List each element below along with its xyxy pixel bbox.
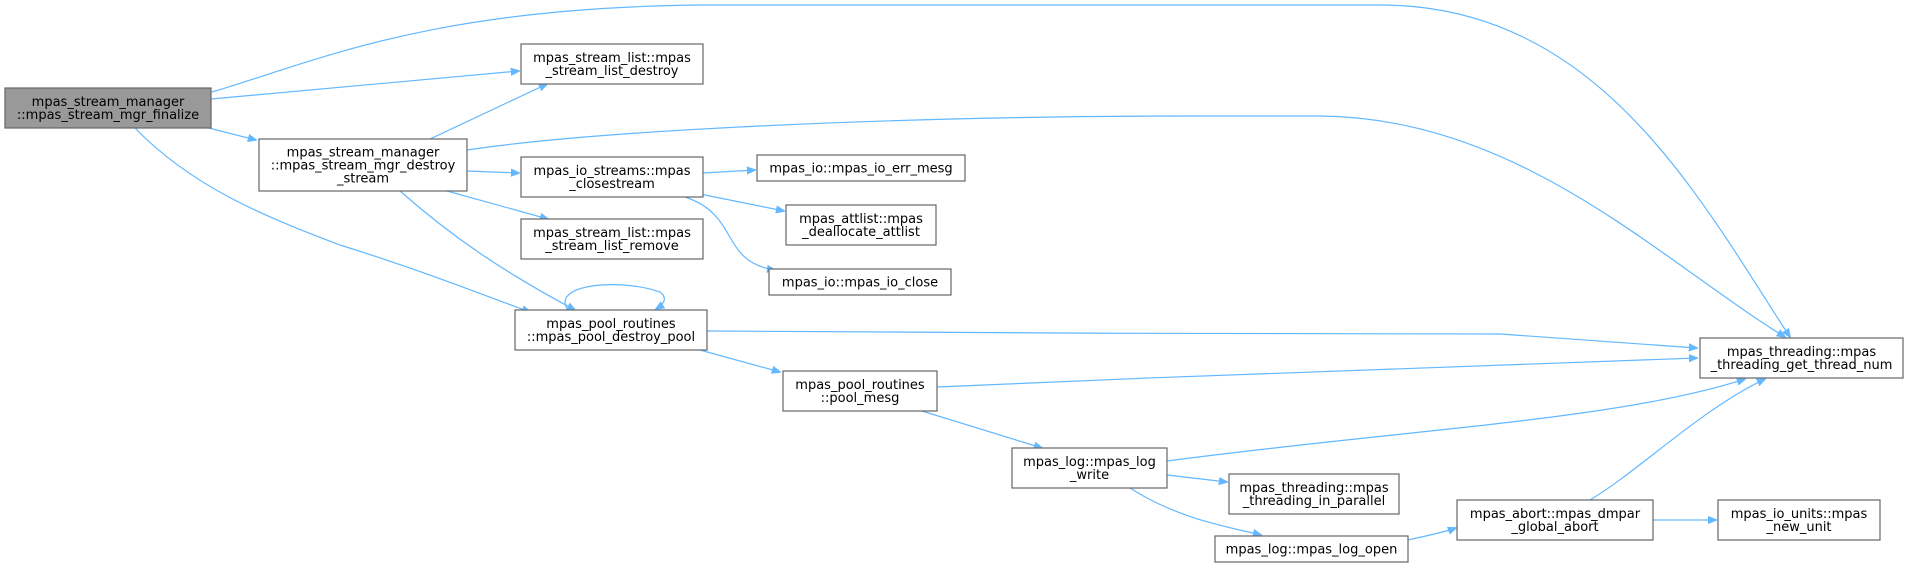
- edge-mgr_destroy_stream-to-list_remove: [446, 190, 548, 219]
- node-new-unit[interactable]: mpas_io_units::mpas_new_unit: [1717, 499, 1881, 541]
- edge-finalize-to-pool_destroy_pool: [134, 127, 530, 312]
- node-label-line: mpas_log::mpas_log_open: [1226, 543, 1398, 558]
- node-list-remove[interactable]: mpas_stream_list::mpas_stream_list_remov…: [520, 218, 704, 260]
- edge-global_abort-to-get_thread_num: [1589, 379, 1765, 501]
- node-io-close[interactable]: mpas_io::mpas_io_close: [768, 268, 952, 296]
- node-label-line: mpas_abort::mpas_dmpar: [1470, 507, 1641, 522]
- node-label-line: mpas_io::mpas_io_close: [782, 276, 938, 291]
- node-in-parallel[interactable]: mpas_threading::mpas_threading_in_parall…: [1228, 473, 1400, 515]
- node-label-line: mpas_io_streams::mpas: [534, 164, 691, 179]
- node-label-line: _stream: [336, 172, 389, 187]
- node-label-line: _threading_get_thread_num: [1710, 358, 1893, 373]
- edge-closestream-to-io_err_mesg: [702, 170, 755, 173]
- node-label-line: mpas_stream_list::mpas: [533, 226, 691, 241]
- call-nodes: mpas_stream_manager::mpas_stream_mgr_fin…: [4, 43, 1904, 563]
- edge-log_open-to-global_abort: [1407, 528, 1456, 541]
- edge-log_write-to-in_parallel: [1166, 474, 1227, 482]
- node-deallocate-attlist[interactable]: mpas_attlist::mpas_deallocate_attlist: [785, 204, 937, 246]
- edge-log_write-to-get_thread_num: [1166, 379, 1745, 462]
- node-label-line: ::mpas_stream_mgr_destroy: [271, 159, 456, 174]
- node-label-line: ::mpas_pool_destroy_pool: [527, 330, 695, 345]
- edge-finalize-to-get_thread_num: [211, 4, 1790, 337]
- edge-finalize-to-mgr_destroy_stream: [204, 126, 256, 140]
- node-mgr-destroy-stream[interactable]: mpas_stream_manager::mpas_stream_mgr_des…: [258, 138, 468, 192]
- edge-pool_destroy_pool-to-pool_mesg: [699, 349, 780, 372]
- node-label-line: mpas_io_units::mpas: [1731, 507, 1868, 522]
- node-label-line: mpas_log::mpas_log: [1023, 455, 1156, 470]
- edge-closestream-to-io_close: [684, 196, 775, 270]
- node-pool-destroy-pool[interactable]: mpas_pool_routines::mpas_pool_destroy_po…: [514, 309, 708, 351]
- node-label-line: mpas_io::mpas_io_err_mesg: [769, 162, 952, 177]
- node-finalize[interactable]: mpas_stream_manager::mpas_stream_mgr_fin…: [4, 87, 212, 129]
- node-label-line: mpas_stream_manager: [287, 146, 440, 161]
- node-label-line: _threading_in_parallel: [1242, 494, 1385, 509]
- edge-mgr_destroy_stream-to-get_thread_num: [466, 115, 1785, 337]
- node-label-line: _deallocate_attlist: [801, 225, 920, 240]
- node-label-line: mpas_pool_routines: [546, 317, 676, 332]
- edge-mgr_destroy_stream-to-closestream: [466, 171, 519, 173]
- node-label-line: mpas_stream_list::mpas: [533, 51, 691, 66]
- node-label-line: _new_unit: [1765, 520, 1831, 535]
- edge-pool_destroy_pool-to-get_thread_num: [706, 330, 1697, 348]
- node-log-write[interactable]: mpas_log::mpas_log_write: [1011, 447, 1168, 489]
- node-label-line: _closestream: [568, 177, 655, 192]
- node-get-thread-num[interactable]: mpas_threading::mpas_threading_get_threa…: [1699, 337, 1904, 379]
- edge-pool_destroy_pool-to-pool_destroy_pool: [564, 284, 664, 311]
- node-io-err-mesg[interactable]: mpas_io::mpas_io_err_mesg: [756, 154, 966, 182]
- edge-log_write-to-log_open: [1129, 487, 1261, 535]
- node-pool-mesg[interactable]: mpas_pool_routines::pool_mesg: [782, 370, 938, 412]
- node-closestream[interactable]: mpas_io_streams::mpas_closestream: [520, 156, 704, 198]
- node-label-line: ::mpas_stream_mgr_finalize: [17, 108, 199, 123]
- node-label-line: mpas_threading::mpas: [1727, 345, 1877, 360]
- node-label-line: ::pool_mesg: [821, 391, 900, 406]
- node-label-line: mpas_attlist::mpas: [799, 212, 923, 227]
- node-log-open[interactable]: mpas_log::mpas_log_open: [1214, 535, 1409, 563]
- node-global-abort[interactable]: mpas_abort::mpas_dmpar_global_abort: [1456, 499, 1654, 541]
- edge-pool_mesg-to-log_write: [921, 410, 1042, 448]
- edge-mgr_destroy_stream-to-list_destroy: [429, 84, 547, 140]
- node-label-line: mpas_threading::mpas: [1239, 481, 1389, 496]
- edge-closestream-to-deallocate_attlist: [699, 193, 784, 211]
- edge-mgr_destroy_stream-to-pool_destroy_pool: [399, 190, 575, 310]
- node-label-line: mpas_pool_routines: [795, 378, 925, 393]
- edge-finalize-to-list_destroy: [210, 71, 519, 100]
- node-label-line: _stream_list_remove: [544, 239, 679, 254]
- edge-pool_mesg-to-get_thread_num: [936, 358, 1697, 388]
- node-label-line: mpas_stream_manager: [32, 95, 185, 110]
- node-list-destroy[interactable]: mpas_stream_list::mpas_stream_list_destr…: [520, 43, 704, 85]
- node-label-line: _stream_list_destroy: [545, 64, 679, 79]
- node-label-line: _write: [1069, 468, 1109, 483]
- call-edges: [134, 4, 1790, 541]
- node-label-line: _global_abort: [1510, 520, 1598, 535]
